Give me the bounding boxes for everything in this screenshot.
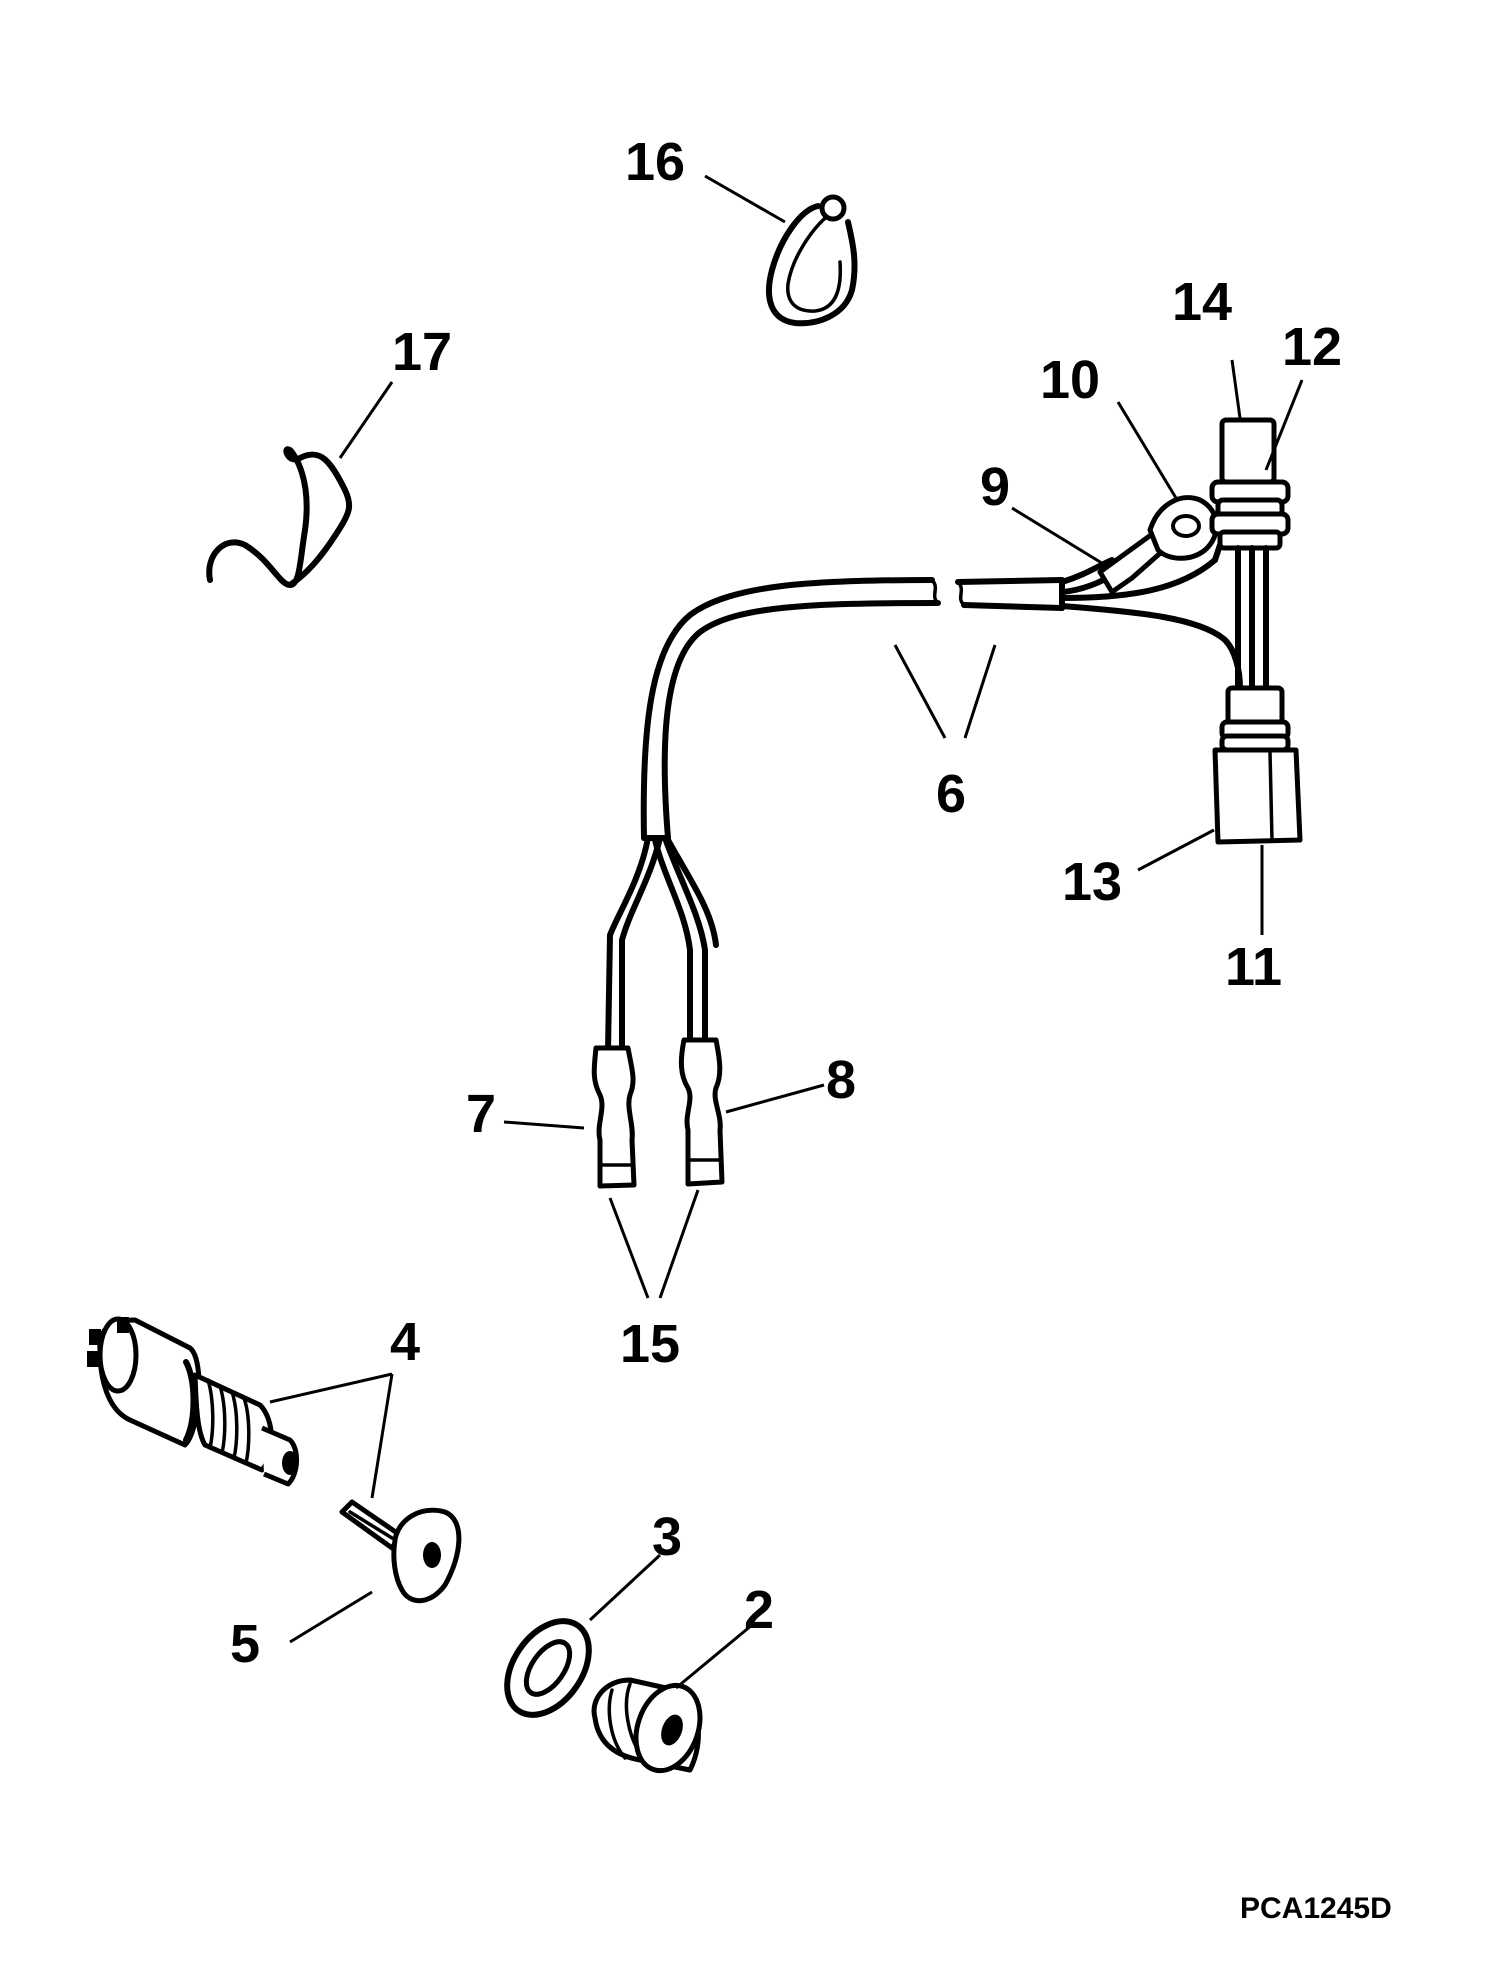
callout-2: 2: [744, 1580, 774, 1640]
connector-part-11-12-13-14: [1209, 417, 1303, 845]
callout-9: 9: [980, 457, 1010, 517]
callout-labels: 16 17 14 12 10 9 6 13 11 7 8 15 4 5 3 2: [230, 132, 1342, 1674]
leader-lines: [269, 174, 1304, 1690]
key-part-5: [339, 1499, 462, 1604]
ring-terminal-part-9-10: [1097, 495, 1219, 595]
spring-clip-part-17: [206, 446, 353, 588]
callout-5: 5: [230, 1614, 260, 1674]
callout-8: 8: [826, 1050, 856, 1110]
callout-11: 11: [1225, 937, 1282, 997]
callout-3: 3: [652, 1507, 682, 1567]
terminal-boot-part-8: [678, 1037, 725, 1187]
callout-13: 13: [1062, 852, 1122, 912]
callout-17: 17: [392, 322, 452, 382]
figure-code: PCA1245D: [1240, 1892, 1392, 1925]
nut-part-2: [591, 1677, 703, 1774]
washer-part-3: [504, 1618, 592, 1718]
clamp-part-16: [766, 194, 858, 327]
callout-12: 12: [1282, 317, 1342, 377]
callout-6: 6: [936, 764, 966, 824]
callout-10: 10: [1040, 350, 1100, 410]
wire-harness-part-6: [605, 542, 1243, 1053]
terminal-boot-part-7: [591, 1045, 637, 1189]
callout-14: 14: [1172, 272, 1232, 332]
callout-15: 15: [620, 1314, 680, 1374]
callout-7: 7: [466, 1084, 496, 1144]
ignition-switch-part-4: [87, 1316, 299, 1487]
callout-4: 4: [390, 1312, 420, 1372]
callout-16: 16: [625, 132, 685, 192]
